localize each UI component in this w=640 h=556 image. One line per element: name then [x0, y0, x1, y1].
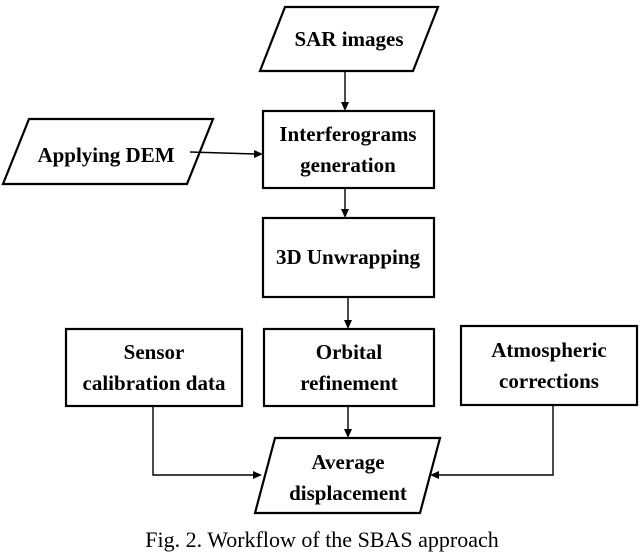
atmospheric-corrections-shape: [459, 324, 639, 407]
edge-sar-images-to-interferograms: [341, 71, 349, 111]
atmospheric-corrections-label-line1: Atmospheric: [491, 338, 606, 362]
applying-dem-label: Applying DEM: [37, 143, 174, 167]
interferograms-generation-label-line2: generation: [300, 153, 396, 177]
interferograms-generation-shape: [261, 109, 436, 190]
sensor-calibration-data-label-line2: calibration data: [83, 371, 226, 395]
sensor-calibration-data-shape: [64, 327, 244, 408]
node-applying-dem: Applying DEM: [1, 117, 215, 186]
orbital-refinement-shape: [262, 327, 436, 408]
sar-images-shape: [258, 5, 440, 73]
node-average-displacement: Average displacement: [253, 436, 442, 515]
edge-applying-dem-to-interferograms: [189, 150, 263, 158]
edge-sensor-calibration-to-average-displacement: [152, 406, 262, 479]
average-displacement-label-line2: displacement: [289, 481, 407, 505]
node-orbital-refinement: Orbital refinement: [262, 327, 436, 408]
edge-atmospheric-corrections-to-average-displacement: [430, 405, 554, 479]
3d-unwrapping-label: 3D Unwrapping: [276, 245, 421, 269]
sar-images-label: SAR images: [294, 27, 403, 51]
average-displacement-shape: [253, 436, 442, 515]
atmospheric-corrections-label-line2: corrections: [499, 369, 599, 393]
node-sensor-calibration-data: Sensor calibration data: [64, 327, 244, 408]
sensor-calibration-data-label-line1: Sensor: [124, 340, 185, 364]
edge-orbital-refinement-to-average-displacement: [344, 406, 352, 438]
node-3d-unwrapping: 3D Unwrapping: [261, 216, 436, 299]
applying-dem-shape: [1, 117, 215, 186]
figure-caption: Fig. 2. Workflow of the SBAS approach: [145, 527, 498, 552]
node-interferograms-generation: Interferograms generation: [261, 109, 436, 190]
interferograms-generation-label-line1: Interferograms: [279, 122, 416, 146]
node-sar-images: SAR images: [258, 5, 440, 73]
orbital-refinement-label-line1: Orbital: [316, 340, 383, 364]
orbital-refinement-label-line2: refinement: [300, 371, 398, 395]
node-atmospheric-corrections: Atmospheric corrections: [459, 324, 639, 407]
average-displacement-label-line1: Average: [311, 450, 384, 474]
edge-interferograms-to-3d-unwrapping: [341, 188, 349, 218]
edge-3d-unwrapping-to-orbital-refinement: [344, 297, 352, 329]
